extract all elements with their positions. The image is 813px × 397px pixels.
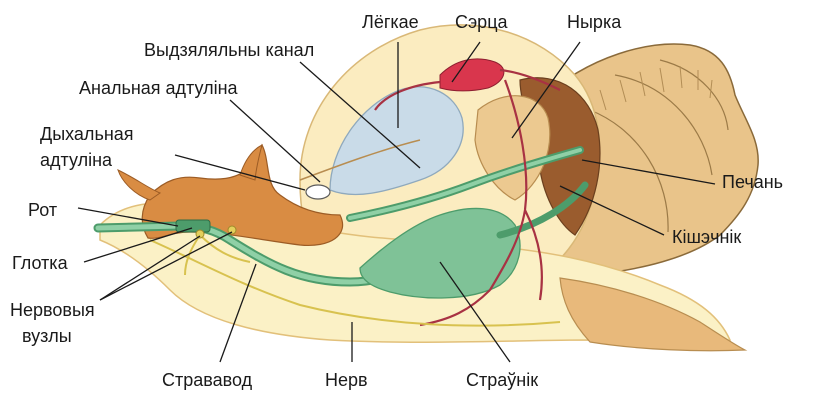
label-breathing-opening-2: адтуліна xyxy=(40,150,113,170)
label-breathing-opening-1: Дыхальная xyxy=(40,124,134,144)
label-nerve: Нерв xyxy=(325,370,368,390)
label-stomach: Страўнік xyxy=(466,370,538,390)
label-kidney: Нырка xyxy=(567,12,622,32)
label-anal-opening: Анальная адтуліна xyxy=(79,78,239,98)
label-lungs: Лёгкае xyxy=(362,12,419,32)
label-heart: Сэрца xyxy=(455,12,509,32)
breathing-opening xyxy=(306,185,330,199)
label-pharynx: Глотка xyxy=(12,253,69,273)
label-mouth: Рот xyxy=(28,200,57,220)
label-ganglia-2: вузлы xyxy=(22,326,72,346)
label-intestine: Кішэчнік xyxy=(672,227,741,247)
pharynx-block xyxy=(176,220,210,232)
lower-tentacle xyxy=(118,170,160,200)
label-esophagus: Стрававод xyxy=(162,370,253,390)
label-excretory-canal: Выдзяляльны канал xyxy=(144,40,314,60)
label-liver: Печань xyxy=(722,172,783,192)
label-ganglia-1: Нервовыя xyxy=(10,300,95,320)
nerve-ganglion-1 xyxy=(196,230,204,238)
